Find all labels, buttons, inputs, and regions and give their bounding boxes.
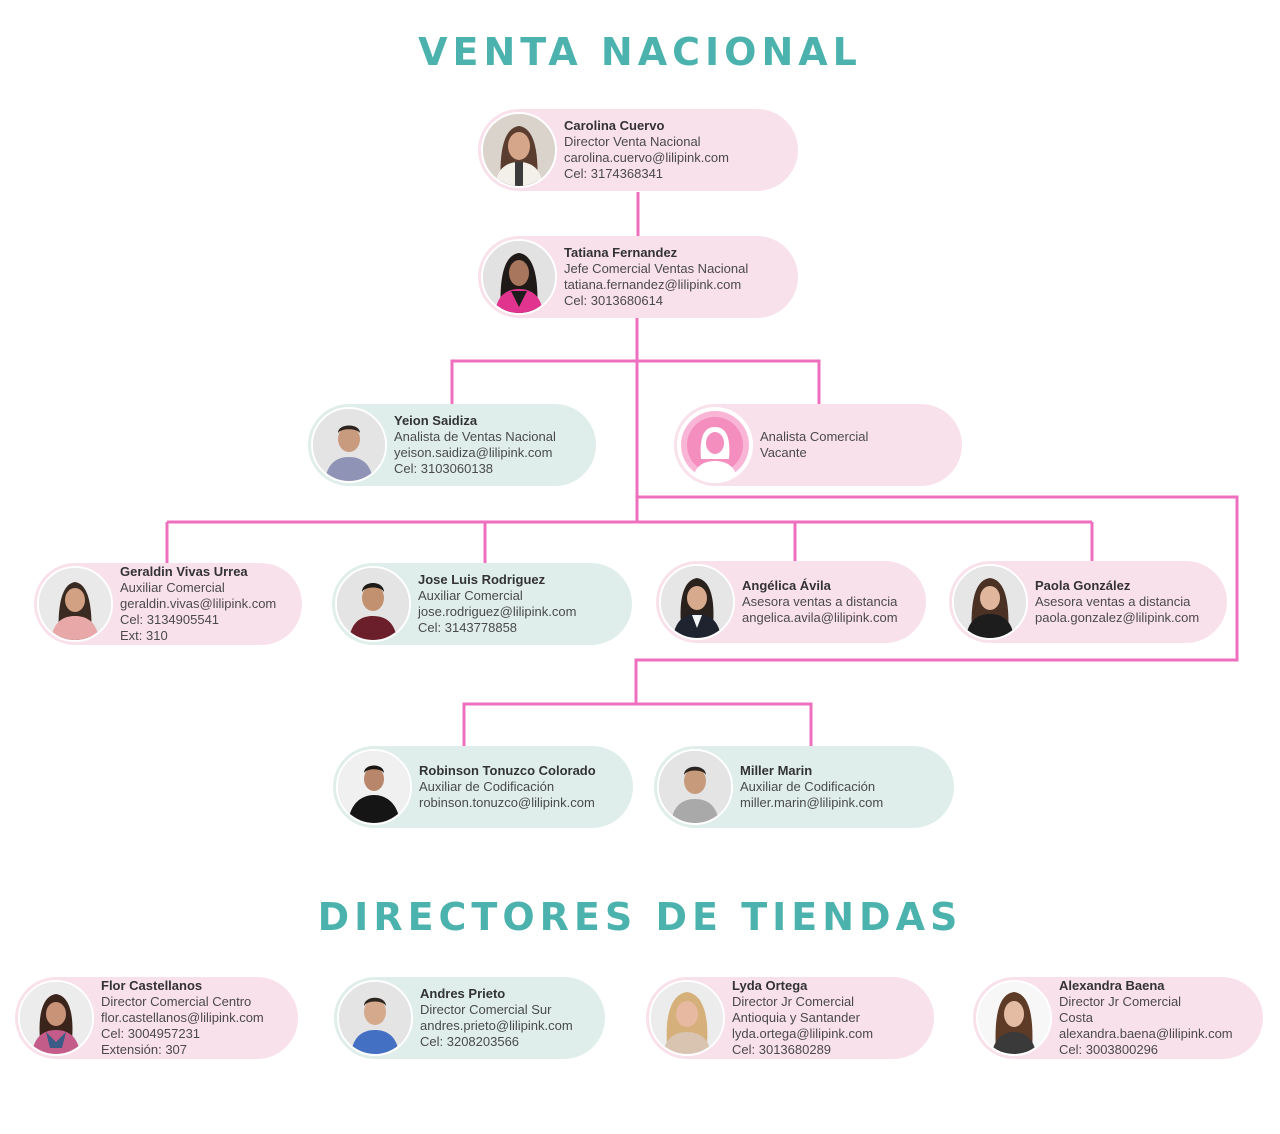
avatar-photo bbox=[18, 980, 94, 1056]
avatar-photo bbox=[976, 980, 1052, 1056]
person-email[interactable]: robinson.tonuzco@lilipink.com bbox=[419, 795, 595, 810]
avatar-photo bbox=[311, 407, 387, 483]
person-role: Asesora ventas a distancia bbox=[1035, 594, 1191, 609]
person-extension: Extensión: 307 bbox=[101, 1042, 188, 1057]
person-phone: Cel: 3208203566 bbox=[420, 1034, 520, 1049]
org-card-alexandra-baena: Alexandra Baena Director Jr Comercial Co… bbox=[973, 977, 1263, 1059]
org-card-robinson-tonuzco: Robinson Tonuzco Colorado Auxiliar de Co… bbox=[333, 746, 633, 828]
person-phone: Cel: 3013680614 bbox=[564, 293, 664, 308]
person-name: Angélica Ávila bbox=[742, 578, 831, 593]
person-phone: Cel: 3134905541 bbox=[120, 612, 220, 627]
person-email[interactable]: paola.gonzalez@lilipink.com bbox=[1035, 610, 1200, 625]
person-role: Director Venta Nacional bbox=[564, 134, 701, 149]
person-email[interactable]: jose.rodriguez@lilipink.com bbox=[418, 604, 577, 619]
person-email[interactable]: alexandra.baena@lilipink.com bbox=[1059, 1026, 1233, 1041]
vacancy-role: Analista Comercial bbox=[760, 429, 869, 444]
avatar-photo bbox=[481, 239, 557, 315]
org-card-paola-gonzalez: Paola González Asesora ventas a distanci… bbox=[949, 561, 1227, 643]
org-card-jose-rodriguez: Jose Luis Rodriguez Auxiliar Comercial j… bbox=[332, 563, 632, 645]
person-email[interactable]: carolina.cuervo@lilipink.com bbox=[564, 150, 729, 165]
person-role: Director Comercial Sur bbox=[420, 1002, 552, 1017]
person-phone: Cel: 3013680289 bbox=[732, 1042, 832, 1057]
person-region: Costa bbox=[1059, 1010, 1093, 1025]
section-title-directores-de-tiendas: DIRECTORES DE TIENDAS bbox=[317, 895, 963, 939]
person-role: Director Jr Comercial bbox=[732, 994, 855, 1009]
org-card-tatiana-fernandez: Tatiana Fernandez Jefe Comercial Ventas … bbox=[478, 236, 798, 318]
person-phone: Cel: 3174368341 bbox=[564, 166, 664, 181]
person-phone: Cel: 3004957231 bbox=[101, 1026, 201, 1041]
person-email[interactable]: tatiana.fernandez@lilipink.com bbox=[564, 277, 742, 292]
person-name: Alexandra Baena bbox=[1059, 978, 1165, 993]
org-card-lyda-ortega: Lyda Ortega Director Jr Comercial Antioq… bbox=[646, 977, 934, 1059]
person-region: Antioquia y Santander bbox=[732, 1010, 860, 1025]
org-card-andres-prieto: Andres Prieto Director Comercial Sur and… bbox=[334, 977, 605, 1059]
person-role: Auxiliar de Codificación bbox=[419, 779, 555, 794]
person-role: Auxiliar de Codificación bbox=[740, 779, 876, 794]
org-card-analista-vacante: Analista Comercial Vacante bbox=[674, 404, 962, 486]
avatar-photo bbox=[659, 564, 735, 640]
org-card-carolina-cuervo: Carolina Cuervo Director Venta Nacional … bbox=[478, 109, 798, 191]
person-name: Miller Marin bbox=[740, 763, 813, 778]
placeholder-avatar-icon bbox=[677, 407, 753, 483]
person-email[interactable]: miller.marin@lilipink.com bbox=[740, 795, 884, 810]
person-name: Jose Luis Rodriguez bbox=[418, 572, 546, 587]
org-card-flor-castellanos: Flor Castellanos Director Comercial Cent… bbox=[15, 977, 298, 1059]
person-role: Analista de Ventas Nacional bbox=[394, 429, 556, 444]
vacancy-status: Vacante bbox=[760, 445, 807, 460]
person-name: Andres Prieto bbox=[420, 986, 506, 1001]
avatar-photo bbox=[335, 566, 411, 642]
person-role: Auxiliar Comercial bbox=[120, 580, 225, 595]
person-name: Geraldin Vivas Urrea bbox=[120, 564, 248, 579]
person-name: Flor Castellanos bbox=[101, 978, 203, 993]
person-role: Asesora ventas a distancia bbox=[742, 594, 898, 609]
person-name: Lyda Ortega bbox=[732, 978, 808, 993]
avatar-photo bbox=[337, 980, 413, 1056]
org-card-angelica-avila: Angélica Ávila Asesora ventas a distanci… bbox=[656, 561, 926, 643]
person-name: Carolina Cuervo bbox=[564, 118, 665, 133]
person-email[interactable]: angelica.avila@lilipink.com bbox=[742, 610, 898, 625]
section-title-venta-nacional: VENTA NACIONAL bbox=[418, 30, 862, 74]
org-card-miller-marin: Miller Marin Auxiliar de Codificación mi… bbox=[654, 746, 954, 828]
person-name: Paola González bbox=[1035, 578, 1131, 593]
person-role: Director Comercial Centro bbox=[101, 994, 252, 1009]
org-card-yeion-saidiza: Yeion Saidiza Analista de Ventas Naciona… bbox=[308, 404, 596, 486]
person-email[interactable]: flor.castellanos@lilipink.com bbox=[101, 1010, 264, 1025]
person-name: Robinson Tonuzco Colorado bbox=[419, 763, 596, 778]
avatar-photo bbox=[37, 566, 113, 642]
avatar-photo bbox=[336, 749, 412, 825]
avatar-photo bbox=[481, 112, 557, 188]
person-role: Auxiliar Comercial bbox=[418, 588, 523, 603]
person-email[interactable]: andres.prieto@lilipink.com bbox=[420, 1018, 573, 1033]
avatar-photo bbox=[649, 980, 725, 1056]
avatar-photo bbox=[657, 749, 733, 825]
person-name: Yeion Saidiza bbox=[394, 413, 478, 428]
person-role: Director Jr Comercial bbox=[1059, 994, 1182, 1009]
org-card-geraldin-vivas: Geraldin Vivas Urrea Auxiliar Comercial … bbox=[34, 563, 302, 645]
person-extension: Ext: 310 bbox=[120, 628, 168, 643]
person-email[interactable]: yeison.saidiza@lilipink.com bbox=[394, 445, 553, 460]
person-email[interactable]: lyda.ortega@lilipink.com bbox=[732, 1026, 874, 1041]
person-phone: Cel: 3003800296 bbox=[1059, 1042, 1159, 1057]
person-role: Jefe Comercial Ventas Nacional bbox=[564, 261, 749, 276]
person-phone: Cel: 3103060138 bbox=[394, 461, 494, 476]
person-phone: Cel: 3143778858 bbox=[418, 620, 518, 635]
person-email[interactable]: geraldin.vivas@lilipink.com bbox=[120, 596, 277, 611]
avatar-photo bbox=[952, 564, 1028, 640]
person-name: Tatiana Fernandez bbox=[564, 245, 678, 260]
